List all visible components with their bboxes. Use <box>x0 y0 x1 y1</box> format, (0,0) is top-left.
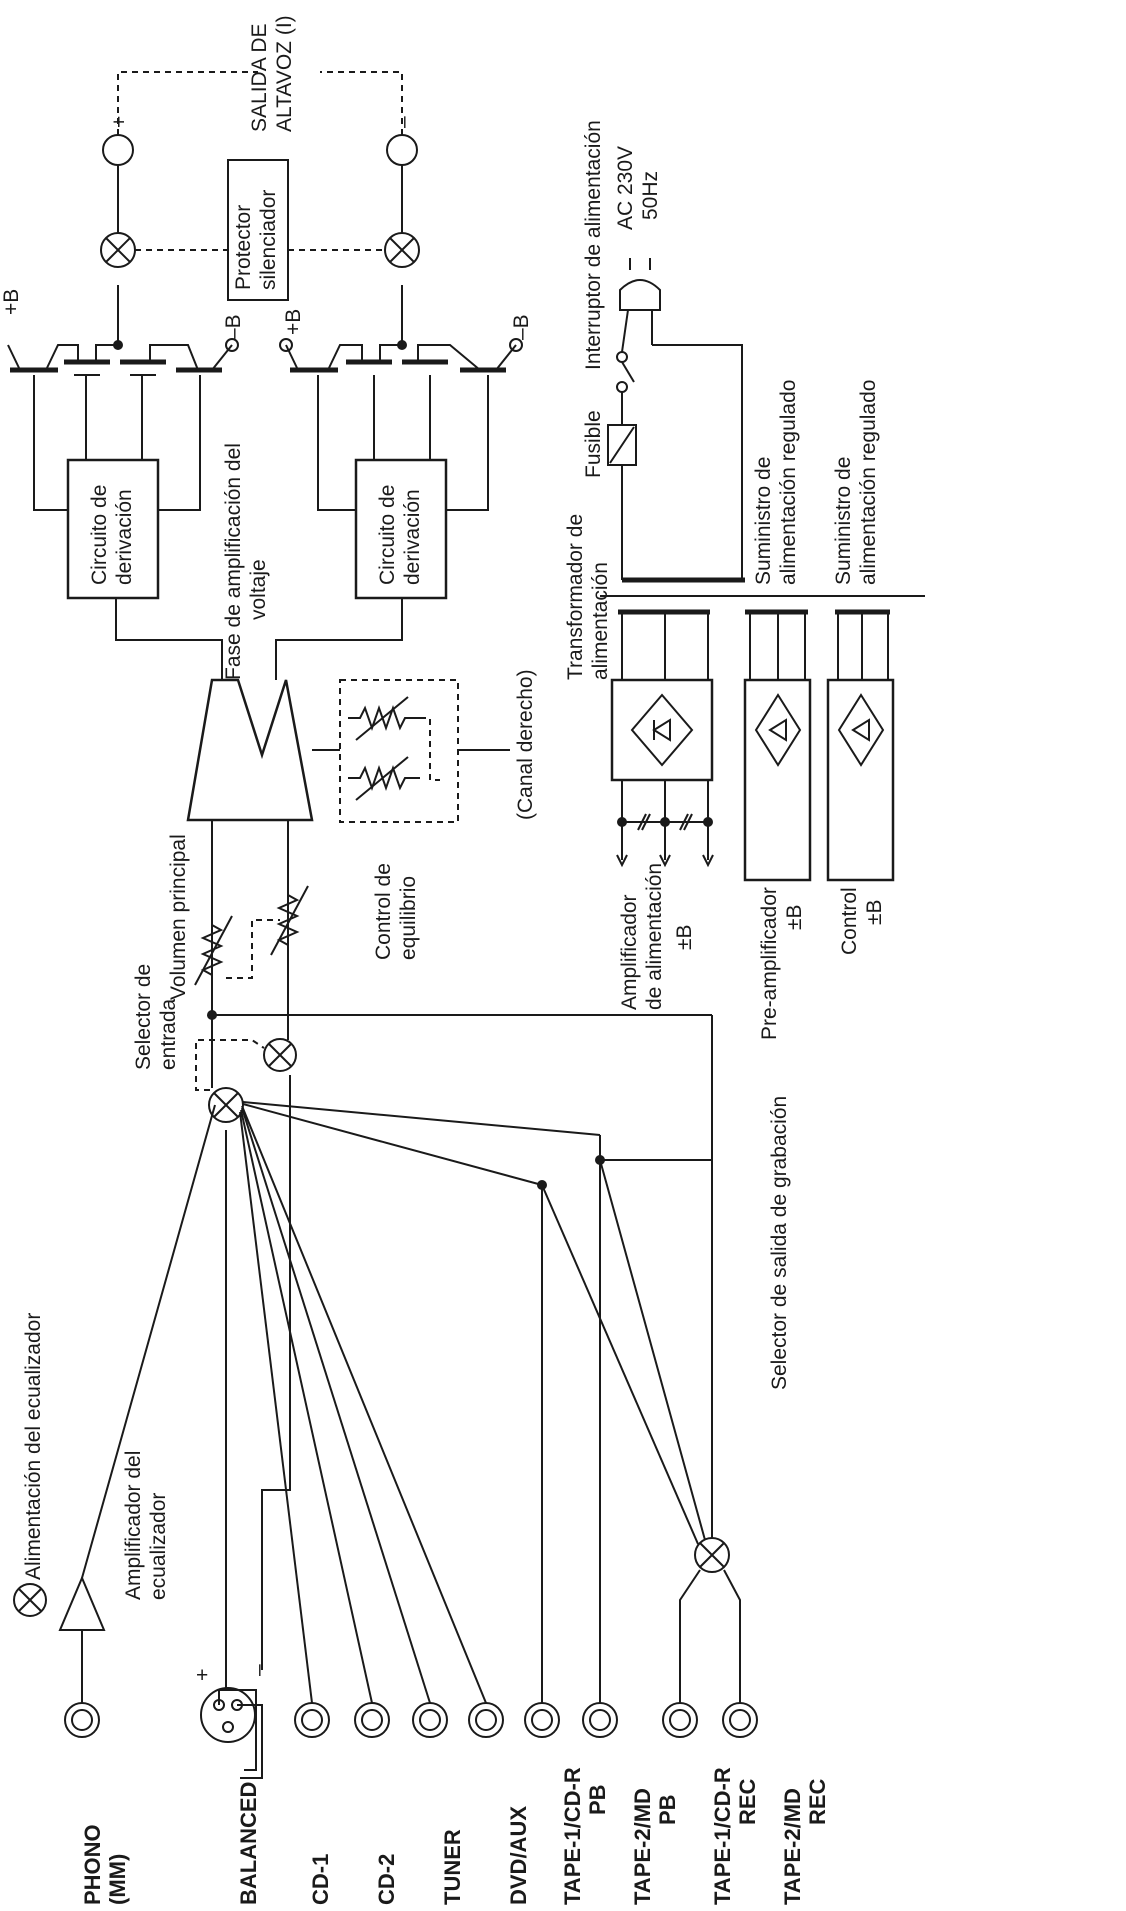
xlr-plus-label: + <box>196 1664 208 1687</box>
bias-label-left: Circuito dederivación <box>88 485 136 585</box>
power-amp-supply-label: Amplificadorde alimentación±B <box>618 863 696 1010</box>
minus-b-left: –B <box>222 314 245 340</box>
speaker-plus-label: + <box>108 116 131 128</box>
preamp-supply-label: Pre-amplificador±B <box>758 887 806 1040</box>
rca-jack-icon <box>354 1702 390 1738</box>
right-channel-selector-icon <box>263 1038 297 1072</box>
input-wiring <box>225 1075 601 1704</box>
rca-jack-icon <box>722 1702 758 1738</box>
protector-label: Protectorsilenciador <box>232 190 280 290</box>
jack-label-tape2rec: TAPE-2/MDREC <box>780 1778 830 1905</box>
voltage-stage-label: Fase de amplificación delvoltaje <box>222 443 270 680</box>
rca-jack-icon <box>468 1702 504 1738</box>
minus-b-right: –B <box>510 314 533 340</box>
rectifier-control <box>826 678 895 882</box>
regulated-supply-label-1: Suministro dealimentación regulado <box>752 380 800 585</box>
power-transformer <box>600 577 925 680</box>
speaker-minus-label: – <box>392 116 415 128</box>
plus-b-left: +B <box>0 289 23 315</box>
jack-label-balanced: BALANCED <box>236 1782 261 1905</box>
power-amp-supply-lines <box>616 780 714 868</box>
junction-dot <box>113 340 123 350</box>
voltage-amp-stage <box>186 678 314 822</box>
rca-jack-icon <box>662 1702 698 1738</box>
control-supply-label: Control±B <box>838 887 886 955</box>
balance-control-box <box>339 679 459 823</box>
balance-gang-link <box>420 717 440 781</box>
jack-label-phono: PHONO(MM) <box>80 1824 130 1905</box>
speaker-relay-icon <box>384 232 420 268</box>
output-transistors-right <box>279 285 523 511</box>
rec-selector-icon <box>212 1014 741 1703</box>
eq-power-lamp-icon <box>13 1583 47 1617</box>
master-volume-label: Volumen principal <box>167 834 190 1000</box>
selector-gang-link <box>195 1039 265 1091</box>
speaker-out-label: SALIDA DEALTAVOZ (I) <box>248 15 296 132</box>
xlr-minus-label: – <box>247 1664 270 1676</box>
fuse-label: Fusible <box>582 410 605 478</box>
bias-label-right: Circuito dederivación <box>376 485 424 585</box>
transformer-label: Transformador dealimentación <box>564 514 612 680</box>
volume-gang-link <box>226 919 280 979</box>
jack-label-tape1pb: TAPE-1/CD-RPB <box>560 1767 610 1905</box>
ac-plug-icon <box>619 258 743 580</box>
rca-jack-icon <box>412 1702 448 1738</box>
eq-amplifier <box>58 1104 216 1703</box>
xlr-connector-icon <box>200 1687 263 1779</box>
muting-protector-box <box>227 159 289 301</box>
bias-circuit-left <box>66 458 160 600</box>
power-switch-label: Interruptor de alimentación <box>582 120 605 370</box>
main-signal-lines <box>211 820 289 1088</box>
right-channel-label: (Canal derecho) <box>514 669 537 820</box>
rectifier-power-amp <box>610 678 714 782</box>
balance-label: Control deequilibrio <box>372 863 420 960</box>
balance-control-icon <box>348 696 420 801</box>
junction-dot <box>595 1155 605 1165</box>
jack-label-cd2: CD-2 <box>374 1854 399 1905</box>
output-transistors-left <box>7 285 239 511</box>
rca-jack-icon <box>64 1702 100 1738</box>
rectifier-preamp <box>743 678 812 882</box>
ac-rating-label: AC 230V50Hz <box>614 146 662 230</box>
regulated-supply-label-2: Suministro dealimentación regulado <box>832 380 880 585</box>
rca-jack-icon <box>582 1702 618 1738</box>
jack-label-tuner: TUNER <box>440 1829 465 1905</box>
speaker-terminal-plus <box>102 134 134 166</box>
eq-power-label: Alimentación del ecualizador <box>22 1313 45 1580</box>
rca-jack-icon <box>294 1702 330 1738</box>
rca-jack-icon <box>524 1702 560 1738</box>
rca-jacks <box>64 1702 758 1738</box>
jack-labels: PHONO(MM) BALANCED CD-1 CD-2 TUNER DVD/A… <box>80 1767 830 1905</box>
master-volume-icon <box>194 880 309 990</box>
input-selector-label: Selector deentrada <box>132 964 180 1070</box>
jack-label-dvdaux: DVD/AUX <box>506 1806 531 1905</box>
jack-label-tape2pb: TAPE-2/MDPB <box>630 1788 680 1905</box>
rec-selector-label: Selector de salida de grabación <box>768 1096 791 1390</box>
fuse-icon <box>607 424 637 580</box>
eq-amp-label: Amplificador delecualizador <box>122 1451 170 1600</box>
junction-dot <box>537 1180 547 1190</box>
speaker-relay-icon <box>100 232 136 268</box>
junction-dot <box>397 340 407 350</box>
power-switch-icon <box>616 351 635 425</box>
speaker-terminal-minus <box>386 134 418 166</box>
jack-label-tape1rec: TAPE-1/CD-RREC <box>710 1767 760 1905</box>
plus-b-right: +B <box>282 309 305 335</box>
jack-label-cd1: CD-1 <box>308 1854 333 1905</box>
bias-circuit-right <box>354 458 448 600</box>
